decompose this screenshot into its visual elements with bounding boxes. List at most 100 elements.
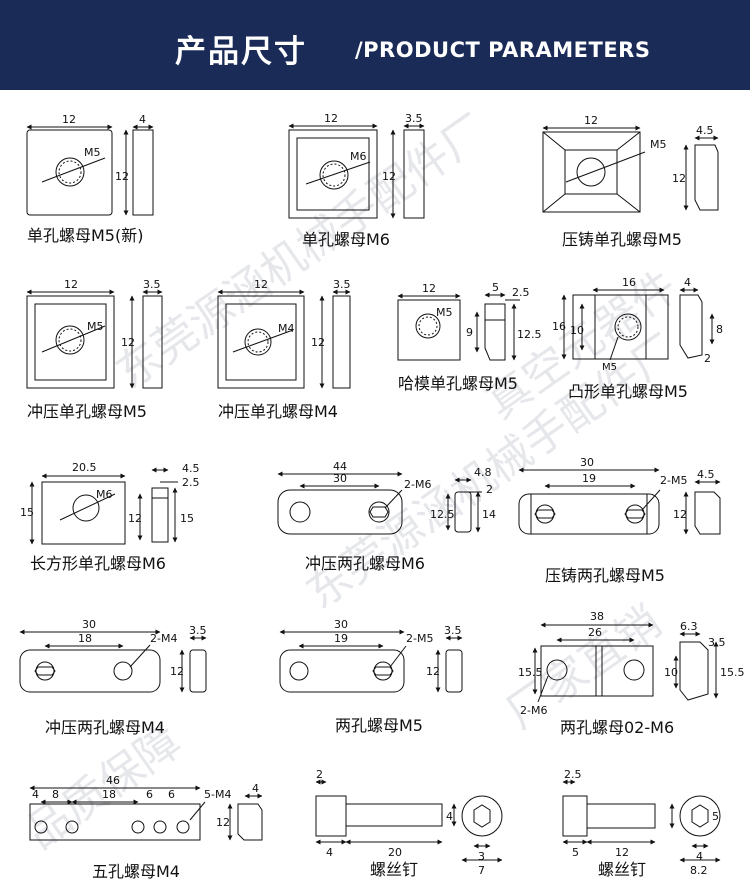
product-caption: 冲压两孔螺母M4: [45, 718, 165, 737]
dim-label: 5: [572, 846, 579, 859]
dim-label: 6.3: [680, 620, 698, 633]
dim-label: 3.5: [143, 278, 161, 291]
dim-label: 8: [52, 788, 59, 801]
dim-label: 2-M4: [150, 632, 177, 645]
dim-label: 4: [326, 846, 333, 859]
dim-label: 8: [716, 323, 723, 336]
page-title-cn: 产品尺寸: [175, 34, 307, 70]
dim-label: 4.5: [697, 468, 715, 481]
dim-label: 12: [254, 278, 268, 291]
dim-label: 16: [622, 276, 636, 289]
dim-label: 15.5: [720, 666, 745, 679]
dim-label: 12: [170, 665, 184, 678]
product-caption: 螺丝钉: [598, 860, 647, 879]
dim-label: 18: [102, 788, 116, 801]
dim-label: 12.5: [517, 328, 542, 341]
part-drawing: [288, 123, 425, 219]
dim-label: M5: [84, 146, 101, 159]
dim-label: M5: [602, 362, 617, 373]
dim-label: 12.5: [430, 508, 455, 521]
product-caption: 冲压单孔螺母M5: [27, 402, 147, 421]
dim-label: 30: [333, 472, 347, 485]
dim-label: 14: [482, 508, 496, 521]
part-drawing: [217, 289, 351, 389]
part-drawing: [562, 779, 721, 863]
dim-label: 19: [582, 472, 596, 485]
dim-label: 30: [580, 456, 594, 469]
dim-label: 19: [334, 632, 348, 645]
dim-label: 10: [664, 666, 678, 679]
product-caption: 冲压单孔螺母M4: [218, 402, 338, 421]
part-drawing: [26, 124, 154, 216]
dim-label: 12: [115, 170, 129, 183]
dim-label: 2.5: [182, 476, 200, 489]
part-drawing: [397, 292, 520, 361]
dim-label: 30: [82, 618, 96, 631]
dim-label: 4.5: [696, 124, 714, 137]
dim-label: 3.5: [444, 624, 462, 637]
dim-label: 5: [492, 281, 499, 294]
dim-label: 2: [316, 768, 323, 781]
dim-label: 12: [62, 113, 76, 126]
dim-label: M5: [87, 320, 104, 333]
dim-label: 12: [121, 336, 135, 349]
dim-label: 12: [382, 170, 396, 183]
dim-label: 44: [333, 460, 347, 473]
part-drawing: [542, 125, 719, 213]
dim-label: 2-M6: [404, 478, 431, 491]
product-caption: 单孔螺母M5(新): [27, 226, 144, 245]
part-drawing: [277, 471, 482, 535]
dim-label: M6: [96, 488, 113, 501]
product-caption: 冲压两孔螺母M6: [305, 554, 425, 573]
product-caption: 五孔螺母M4: [92, 862, 180, 881]
dim-label: 8.2: [690, 864, 708, 877]
part-drawing: [29, 467, 178, 545]
dim-label: 15.5: [518, 666, 543, 679]
part-drawing: [561, 287, 715, 361]
dim-label: 4: [32, 788, 39, 801]
product-caption: 螺丝钉: [370, 860, 419, 879]
part-drawing: [279, 629, 463, 693]
dim-label: 15: [180, 512, 194, 525]
dim-label: 12: [128, 512, 142, 525]
header-banner: 产品尺寸 /PRODUCT PARAMETERS: [0, 0, 750, 90]
dim-label: 12: [673, 508, 687, 521]
dim-label: 2-M5: [660, 474, 687, 487]
dim-label: 46: [106, 774, 120, 787]
dim-label: M4: [278, 322, 295, 335]
dim-label: 2-M5: [406, 632, 433, 645]
dim-label: 12: [672, 172, 686, 185]
dim-label: M6: [350, 150, 367, 163]
dim-label: 26: [588, 626, 602, 639]
dim-label: 20: [388, 846, 402, 859]
part-drawing: [26, 289, 163, 389]
dim-label: 6: [146, 788, 153, 801]
product-caption: 单孔螺母M6: [302, 230, 390, 249]
dim-label: 18: [78, 632, 92, 645]
dim-label: 4: [446, 810, 453, 823]
dim-label: 15: [20, 506, 34, 519]
product-caption: 长方形单孔螺母M6: [30, 554, 166, 573]
dim-label: M5: [650, 138, 667, 151]
product-caption: 凸形单孔螺母M5: [568, 382, 688, 401]
part-drawing: [518, 467, 721, 535]
dim-label: 12: [324, 112, 338, 125]
product-drawings: 东莞源涵机械手配件厂 东莞源涵机械手配件厂 品质保障 真空元器件 厂家直销: [17, 105, 745, 877]
dim-label: 30: [334, 618, 348, 631]
dim-label: 3.5: [333, 278, 351, 291]
dim-label: 38: [590, 610, 604, 623]
dim-label: 16: [552, 320, 566, 333]
dim-label: 2: [704, 352, 711, 365]
part-drawing: [315, 779, 503, 863]
dim-label: 7: [478, 864, 485, 877]
dim-label: 2.5: [512, 286, 530, 299]
dim-label: 4: [252, 782, 259, 795]
dim-label: 12: [64, 278, 78, 291]
dim-label: M5: [436, 306, 453, 319]
dim-label: 2: [486, 483, 493, 496]
product-caption: 压铸单孔螺母M5: [562, 230, 682, 249]
dim-label: 5: [712, 810, 719, 823]
part-drawing: [19, 629, 207, 693]
dim-label: 4.5: [182, 462, 200, 475]
product-caption: 哈模单孔螺母M5: [398, 374, 518, 393]
